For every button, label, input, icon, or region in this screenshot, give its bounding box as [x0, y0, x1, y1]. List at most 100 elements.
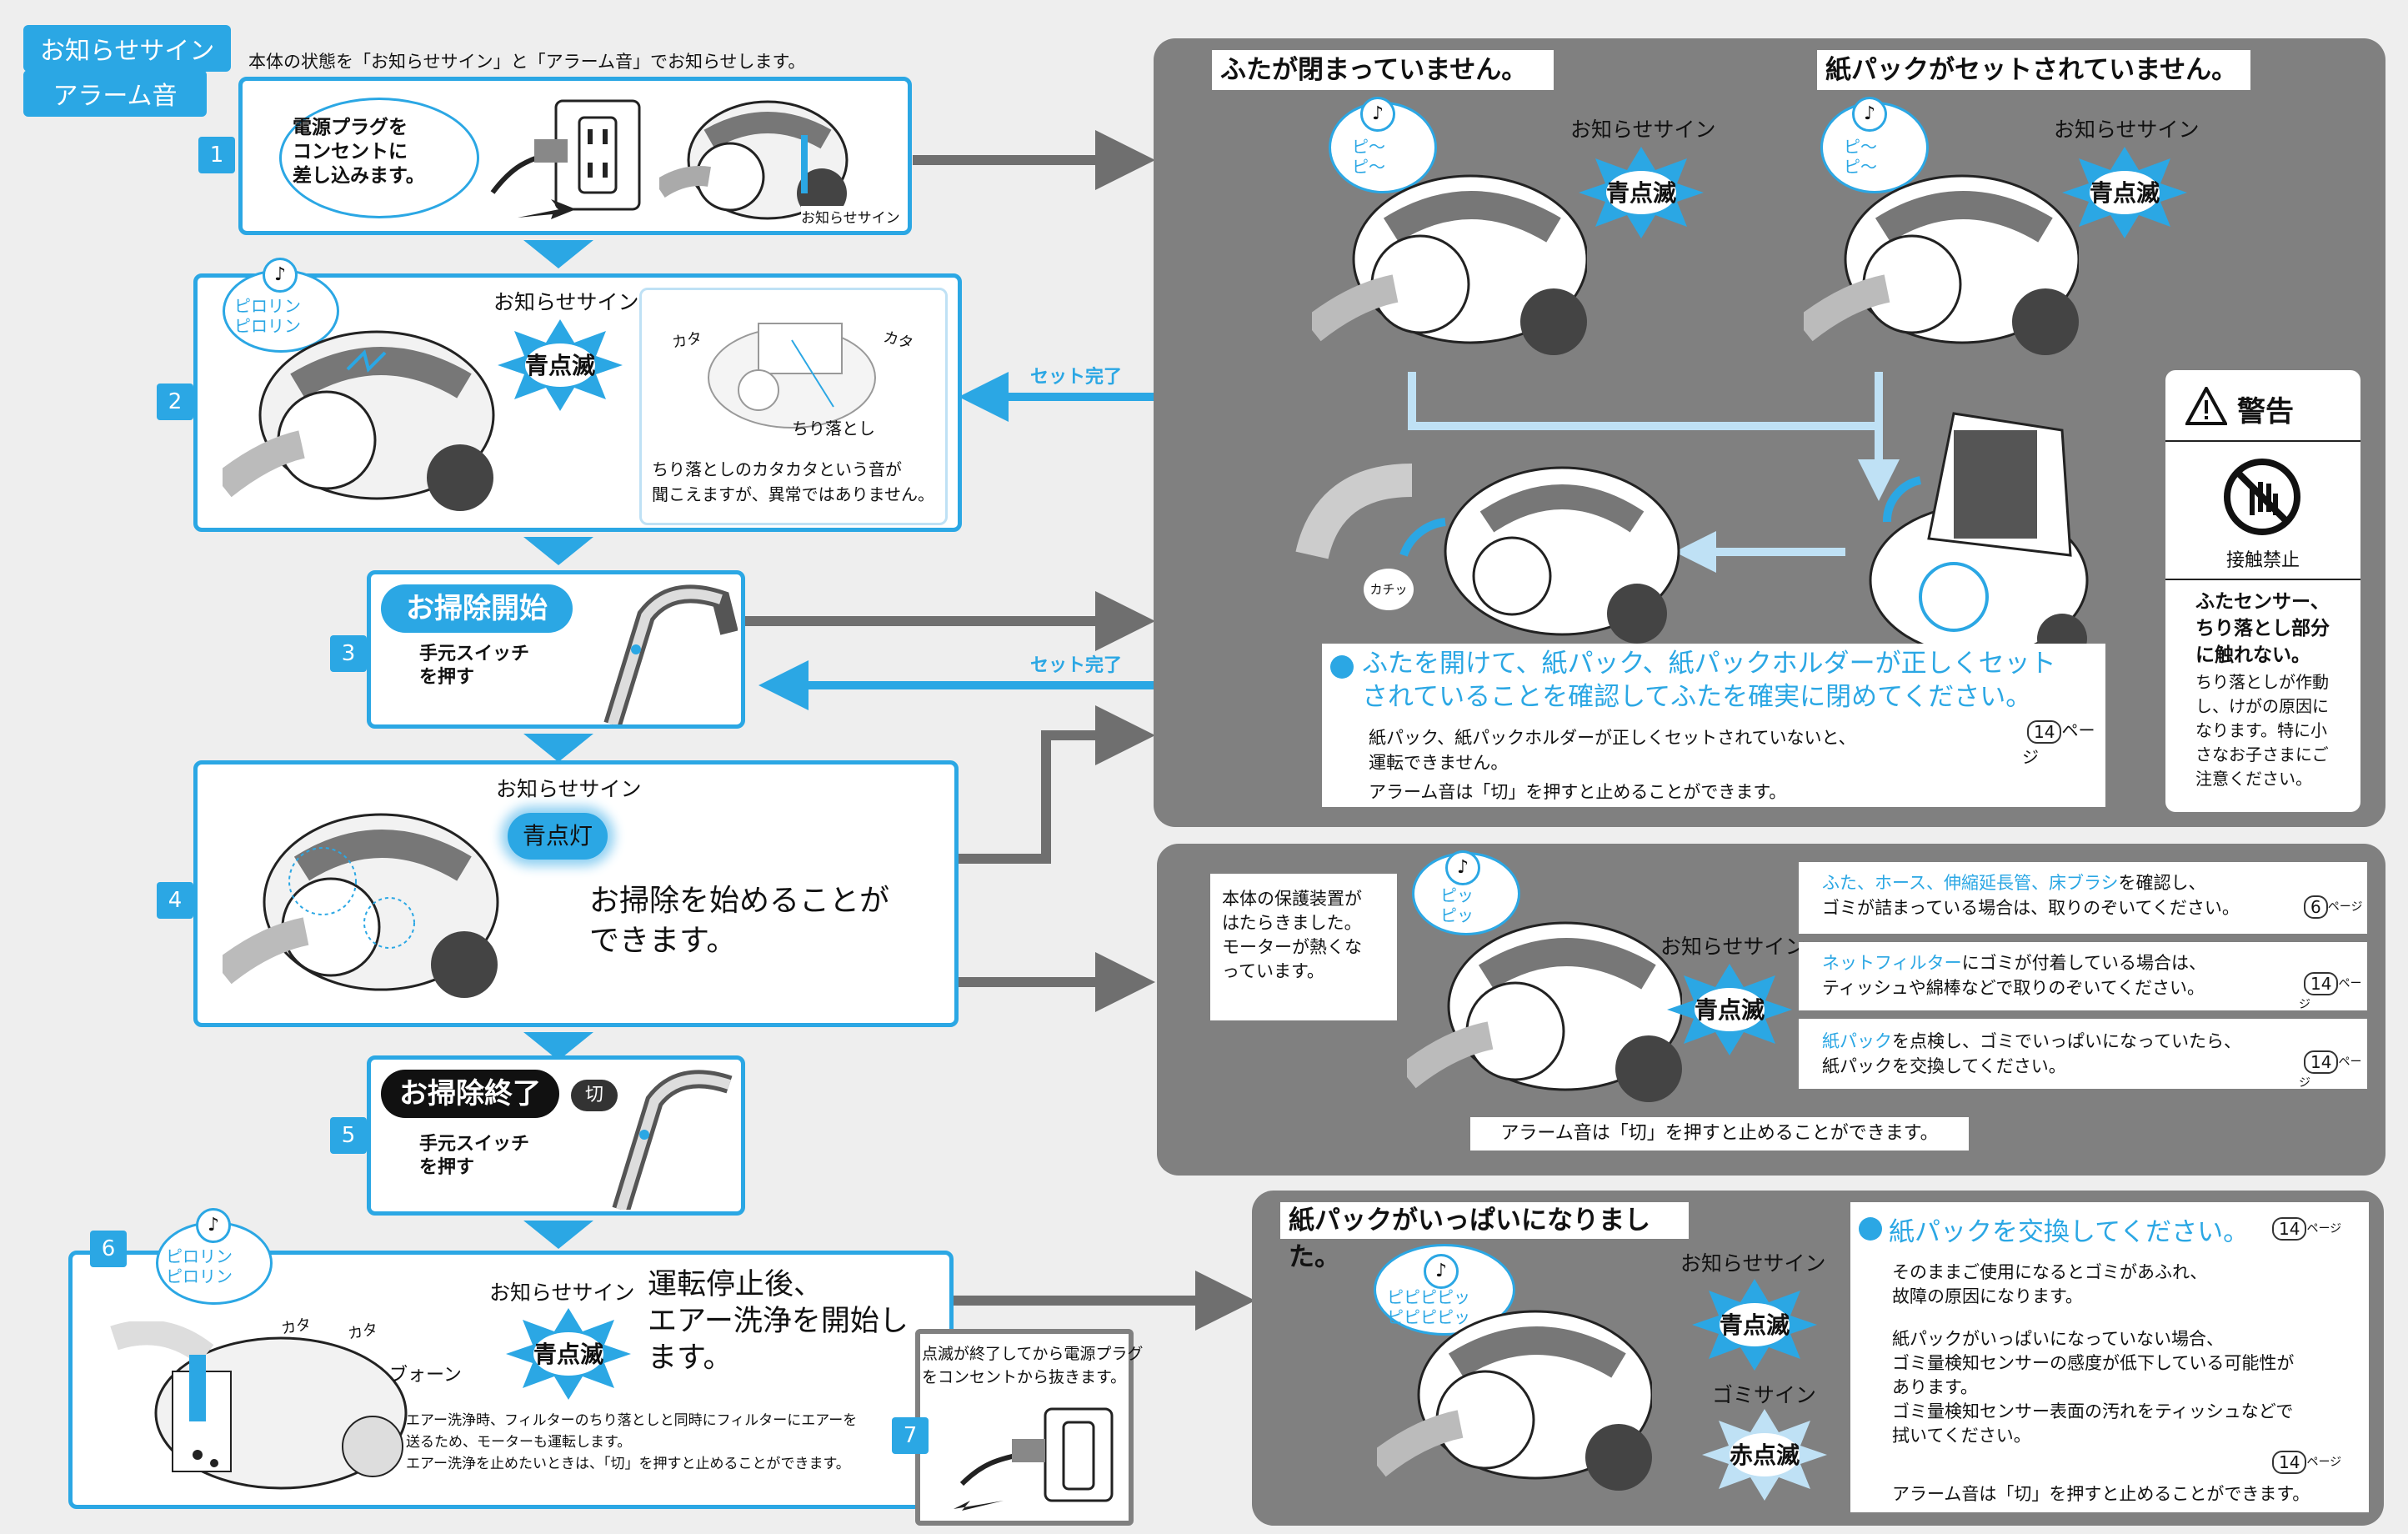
- step-number-3: 3: [330, 635, 367, 672]
- step6-caption: エアー洗浄時、フィルターのちり落としと同時にフィルターにエアーを 送るため、モー…: [406, 1412, 858, 1472]
- step2-sign-label: お知らせサイン: [493, 290, 639, 314]
- plug-outlet-illustration: [490, 99, 641, 219]
- bag-full-p1: そのままご使用になるとゴミがあふれ、 故障の原因になります。: [1892, 1262, 2208, 1306]
- overheat-panel: 本体の保護装置が はたらきました。 モーターが熱くな っています。 ♪ ピッ ピ…: [1157, 844, 2385, 1176]
- bwon-sound: ブォーン: [389, 1365, 462, 1386]
- step-number-5: 5: [330, 1117, 367, 1154]
- overheat-sound-text: ピッ ピッ: [1440, 885, 1474, 925]
- lid-not-closed-title: ふたが閉まっていません。: [1212, 50, 1554, 90]
- music-note-icon: ♪: [263, 258, 298, 293]
- alarm-sound-tag: アラーム音: [23, 70, 207, 117]
- warning-divider: [2165, 440, 2360, 442]
- end-cleaning-pill: お掃除終了: [381, 1070, 559, 1118]
- step3-box: お掃除開始 手元スイッチ を押す: [367, 570, 745, 729]
- notice-sign-tag: お知らせサイン: [23, 25, 232, 72]
- vacuum-cutaway-illustration: [110, 1321, 408, 1490]
- step5-text: 手元スイッチ を押す: [419, 1134, 530, 1178]
- warning-body: ちり落としが作動 し、けがの原因に なります。特に小 さなお子さまにご 注意くだ…: [2195, 672, 2329, 789]
- lid-instruction-box: ふたを開けて、紙パック、紙パックホルダーが正しくセット されていることを確認して…: [1322, 644, 2105, 807]
- bag-full-p2: 紙パックがいっぱいになっていない場合、 ゴミ量検知センサーの感度が低下している可…: [1892, 1329, 2295, 1446]
- blue-blink-badge: 青点滅: [498, 319, 623, 411]
- vacuum-illustration: [223, 330, 495, 511]
- step1-bubble-text: 電源プラグを コンセントに 差し込みます。: [293, 117, 425, 187]
- check-item-2-text: ネットフィルターにゴミが付着している場合は、 ティッシュや綿棒などで取りのぞいて…: [1822, 953, 2206, 998]
- vacuum-illustration: [1312, 174, 1587, 355]
- off-button-icon: 切: [571, 1080, 618, 1111]
- step-number-2: 2: [157, 384, 193, 420]
- chiri-detail-box: カタ カタ ちり落とし ちり落としのカタカタという音が 聞こえますが、異常ではあ…: [639, 288, 948, 525]
- blue-blink-badge: 青点滅: [1667, 964, 1792, 1055]
- bag-full-panel: 紙パックがいっぱいになりました。 ♪ ピピピピッ ピピピピッ お知らせサイン 青…: [1252, 1191, 2384, 1526]
- step6-sign-label: お知らせサイン: [489, 1281, 635, 1305]
- step7-text: 点滅が終了してから電源プラグ をコンセントから抜きます。: [922, 1345, 1144, 1386]
- flow-connector: [1408, 372, 1900, 573]
- overheat-sign-label: お知らせサイン: [1660, 935, 1806, 959]
- vacuum-illustration: [1377, 1310, 1652, 1491]
- blue-blink-badge: 青点滅: [1692, 1279, 1817, 1371]
- step6-box: ♪ ピロリン ピロリン カタ カタ ブォーン お知らせサイン 青点滅 運転停止後…: [68, 1208, 954, 1509]
- bag-full-p3: アラーム音は「切」を押すと止めることができます。: [1892, 1484, 2310, 1504]
- no-touch-icon: [2222, 457, 2302, 537]
- lid-open-panel: ふたが閉まっていません。 紙パックがセットされていません。 ♪ ピ～ ピ～ お知…: [1154, 38, 2385, 827]
- step-number-7: 7: [892, 1417, 929, 1454]
- bag-full-title: 紙パックがいっぱいになりました。: [1280, 1202, 1689, 1272]
- arrow-step4-to-top: [959, 705, 1155, 864]
- step5-box: お掃除終了 切 手元スイッチ を押す: [367, 1055, 745, 1216]
- bullet-icon: [1330, 655, 1354, 679]
- hand-switch-illustration: [612, 1070, 733, 1210]
- music-note-icon: ♪: [1424, 1254, 1459, 1289]
- warning-title: 警告: [2237, 395, 2294, 429]
- set-done-label-1: セット完了: [1030, 367, 1123, 388]
- check-item-1: ふた、ホース、伸縮延長管、床ブラシを確認し、 ゴミが詰まっている場合は、取りのぞ…: [1799, 862, 2367, 934]
- dust-sign-label: ゴミサイン: [1712, 1383, 1817, 1407]
- step2-box: ♪ ピロリン ピロリン お知らせサイン 青点滅 カタ カタ ちり落とし ちり落と…: [193, 258, 962, 532]
- step4-sign-label: お知らせサイン: [496, 777, 642, 801]
- lid-instruction-text: ふたを開けて、紙パック、紙パックホルダーが正しくセット されていることを確認して…: [1362, 649, 2056, 712]
- overheat-text: 本体の保護装置が はたらきました。 モーターが熱くな っています。: [1222, 889, 1362, 981]
- down-arrow-5: [523, 1221, 593, 1249]
- blue-blink-badge: 青点滅: [506, 1308, 631, 1400]
- music-note-icon: ♪: [1445, 850, 1480, 885]
- step1-speech-bubble: [279, 98, 479, 218]
- bag-not-set-title: 紙パックがセットされていません。: [1817, 50, 2250, 90]
- bag-sign-label: お知らせサイン: [2054, 118, 2200, 142]
- down-arrow-3: [523, 734, 593, 762]
- blue-blink-badge: 青点滅: [1579, 147, 1704, 238]
- down-arrow-1: [523, 240, 593, 268]
- bullet-icon: [1859, 1217, 1882, 1241]
- start-cleaning-pill: お掃除開始: [381, 584, 573, 633]
- lid-detail-2: アラーム音は「切」を押すと止めることができます。: [1369, 782, 1787, 802]
- bag-full-sign-label: お知らせサイン: [1680, 1251, 1826, 1276]
- down-arrow-2: [523, 537, 593, 565]
- vacuum-illustration: [1804, 174, 2079, 355]
- step1-box: 電源プラグを コンセントに 差し込みます。 お知らせサイン: [238, 77, 912, 235]
- set-done-label-2: セット完了: [1030, 655, 1123, 676]
- check-item-2: ネットフィルターにゴミが付着している場合は、 ティッシュや綿棒などで取りのぞいて…: [1799, 942, 2367, 1011]
- blue-blink-badge: 青点滅: [2062, 147, 2187, 238]
- vacuum-open-illustration: [708, 323, 876, 429]
- chiri-label: ちり落とし: [792, 419, 875, 439]
- step7-box: 点滅が終了してから電源プラグ をコンセントから抜きます。: [915, 1329, 1143, 1526]
- check-item-3: 紙パックを点検し、ゴミでいっぱいになっていたら、 紙パックを交換してください。 …: [1799, 1019, 2367, 1090]
- overheat-text-box: 本体の保護装置が はたらきました。 モーターが熱くな っています。: [1210, 874, 1397, 1020]
- bag-full-sound-text: ピピピピッ ピピピピッ: [1387, 1287, 1470, 1327]
- music-note-icon: ♪: [1852, 97, 1887, 132]
- step2-sound-text: ピロリン ピロリン: [234, 296, 301, 336]
- bag-sound-text: ピ～ ピ～: [1844, 137, 1877, 177]
- check-item-3-text: 紙パックを点検し、ゴミでいっぱいになっていたら、 紙パックを交換してください。: [1822, 1031, 2241, 1076]
- step6-sound-text: ピロリン ピロリン: [166, 1246, 233, 1286]
- kachi-sound: カチッ: [1364, 569, 1414, 610]
- vacuum-illustration: [1407, 921, 1682, 1102]
- step4-message: お掃除を始めることが できます。: [589, 884, 890, 958]
- hose-attach-illustration: [1295, 464, 1680, 644]
- red-blink-badge: 赤点滅: [1702, 1409, 1827, 1501]
- warning-box: 警告 接触禁止 ふたセンサー、 ちり落とし部分 に触れない。 ちり落としが作動 …: [2165, 370, 2360, 812]
- chiri-caption: ちり落としのカタカタという音が 聞こえますが、異常ではありません。: [652, 459, 934, 504]
